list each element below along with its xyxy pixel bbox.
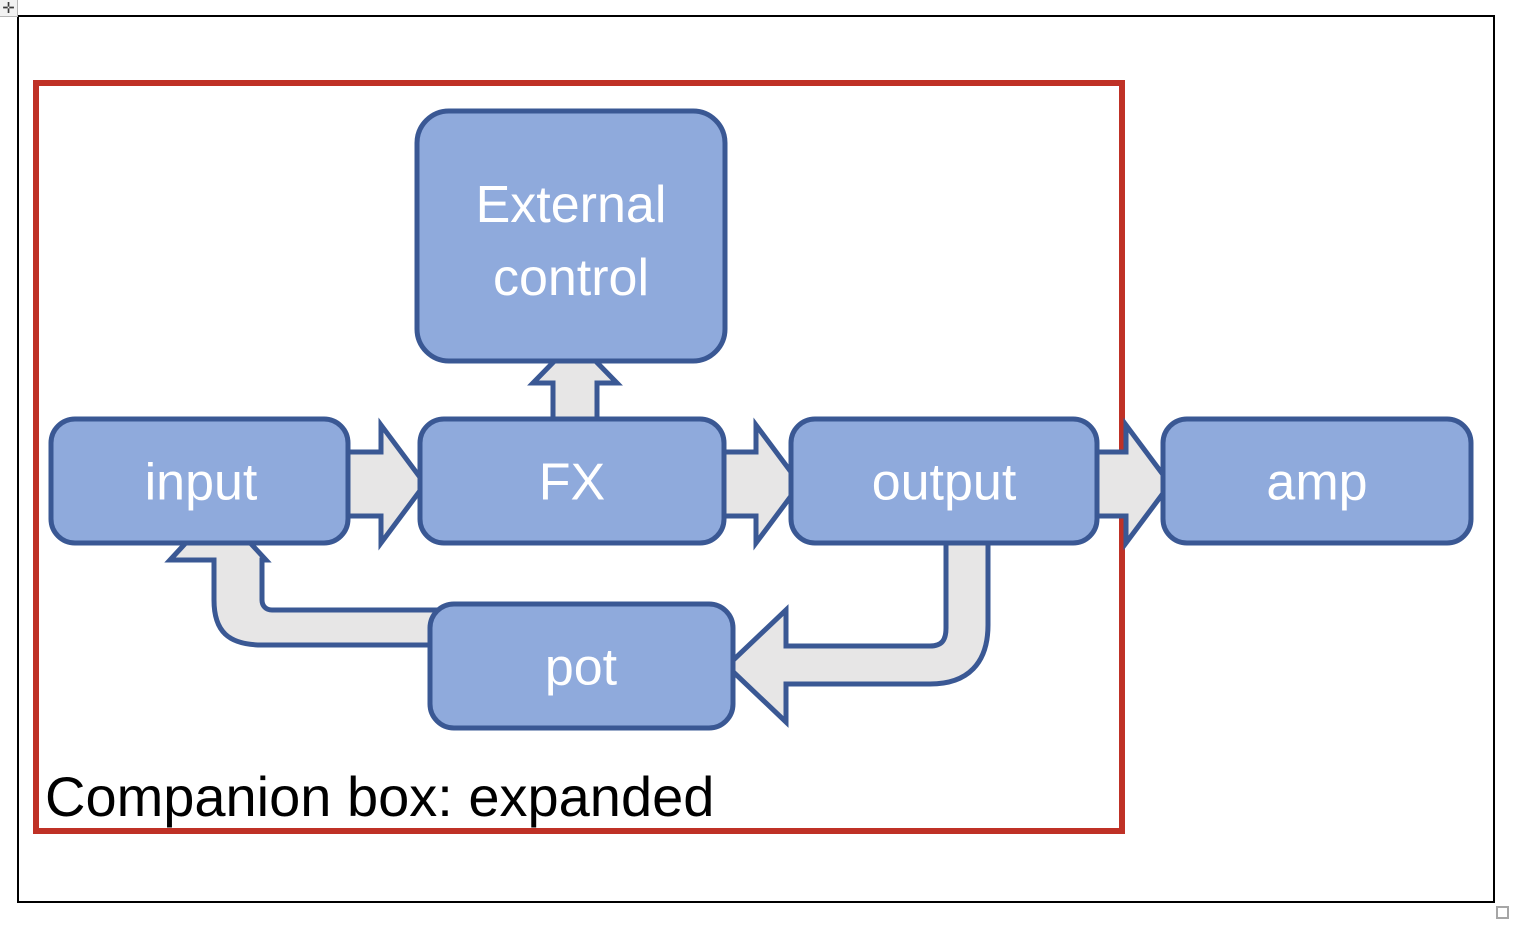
connector-output-to-pot-final[interactable] bbox=[723, 518, 991, 728]
node-output-shape[interactable] bbox=[788, 416, 1100, 546]
node-fx[interactable]: FX bbox=[417, 416, 727, 546]
node-external-control-label-line2: control bbox=[493, 249, 649, 307]
node-fx-label: FX bbox=[539, 454, 605, 512]
node-amp-shape[interactable] bbox=[1160, 416, 1474, 546]
node-input-shape[interactable] bbox=[48, 416, 351, 546]
node-pot-shape[interactable] bbox=[427, 601, 736, 731]
node-output[interactable]: output bbox=[788, 416, 1100, 546]
resize-handle-icon[interactable] bbox=[1496, 906, 1509, 919]
companion-box-caption: Companion box: expanded bbox=[45, 765, 714, 828]
node-input-label: input bbox=[145, 454, 258, 512]
node-pot-label: pot bbox=[545, 639, 618, 697]
node-amp[interactable]: amp bbox=[1160, 416, 1474, 546]
node-external-control-shape[interactable] bbox=[414, 108, 728, 364]
node-external-control[interactable]: External control bbox=[414, 108, 728, 364]
node-pot[interactable]: pot bbox=[427, 601, 736, 731]
node-output-label: output bbox=[872, 454, 1017, 512]
move-handle-icon[interactable]: ✛ bbox=[0, 0, 18, 17]
node-external-control-label-line1: External bbox=[476, 176, 667, 234]
node-amp-label: amp bbox=[1266, 454, 1367, 512]
node-input[interactable]: input bbox=[48, 416, 351, 546]
node-fx-shape[interactable] bbox=[417, 416, 727, 546]
